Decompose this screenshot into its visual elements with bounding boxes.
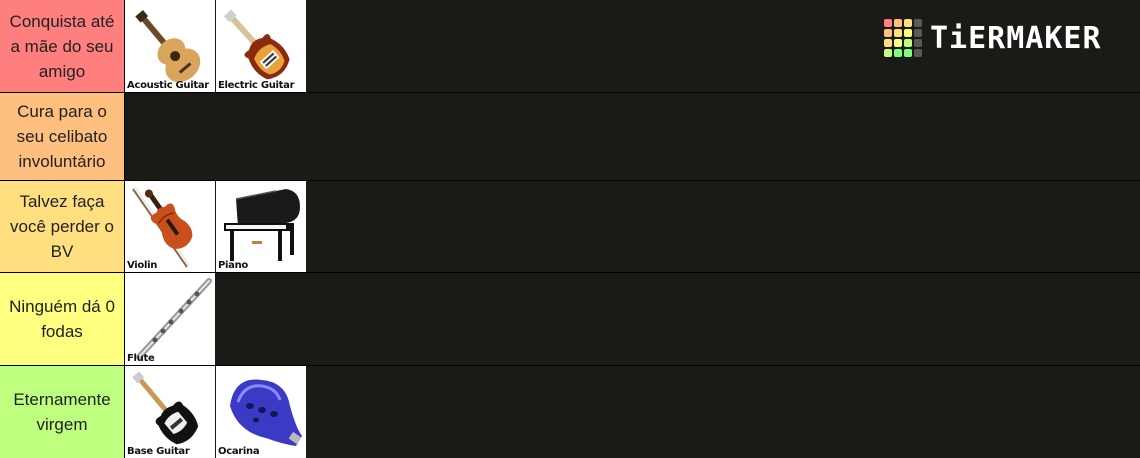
tier-item[interactable]: Flute — [125, 273, 215, 365]
tier-item[interactable]: Violin — [125, 181, 215, 272]
bass-guitar-icon — [132, 371, 199, 445]
item-label: Acoustic Guitar — [127, 80, 209, 91]
tier-label[interactable]: Eternamente virgem — [0, 366, 124, 458]
logo-grid-cell — [914, 19, 922, 27]
flute-icon — [136, 278, 212, 360]
violin-icon — [132, 186, 193, 268]
tier-label[interactable]: Conquista até a mãe do seu amigo — [0, 0, 124, 92]
tier-item[interactable]: Ocarina — [216, 366, 306, 458]
logo-grid-cell — [884, 19, 892, 27]
tier-item[interactable]: Acoustic Guitar — [125, 0, 215, 92]
tier-items[interactable]: Flute — [125, 273, 1140, 365]
tier-row: Eternamente virgem Base Guitar — [0, 366, 1140, 458]
tier-item[interactable]: Electric Guitar — [216, 0, 306, 92]
acoustic-guitar-icon — [135, 10, 201, 83]
item-label: Flute — [127, 353, 155, 364]
logo-grid-cell — [884, 39, 892, 47]
logo-grid-cell — [914, 29, 922, 37]
tier-items[interactable] — [125, 93, 1140, 180]
electric-guitar-icon — [223, 9, 290, 80]
item-label: Violin — [127, 260, 158, 271]
tier-row: Conquista até a mãe do seu amigo Acousti… — [0, 0, 1140, 92]
logo-grid-cell — [904, 49, 912, 57]
logo-grid-cell — [894, 29, 902, 37]
ocarina-icon — [230, 379, 302, 446]
tier-items[interactable]: Acoustic Guitar Electric Guitar — [125, 0, 1140, 92]
tiermaker-logo[interactable]: TiERMAKER — [884, 19, 1102, 57]
logo-grid-icon — [884, 19, 922, 57]
piano-icon — [224, 189, 300, 261]
tier-row: Ninguém dá 0 fodas Flute — [0, 273, 1140, 365]
item-label: Base Guitar — [127, 446, 190, 457]
logo-grid-cell — [884, 29, 892, 37]
tier-item[interactable]: Base Guitar — [125, 366, 215, 458]
tier-items[interactable]: Violin Piano — [125, 181, 1140, 272]
tier-row: Cura para o seu celibato involuntário — [0, 93, 1140, 180]
logo-grid-cell — [894, 19, 902, 27]
logo-grid-cell — [904, 19, 912, 27]
tier-row: Talvez faça você perder o BV Violin — [0, 181, 1140, 272]
item-label: Ocarina — [218, 446, 260, 457]
tier-item[interactable]: Piano — [216, 181, 306, 272]
logo-grid-cell — [904, 29, 912, 37]
logo-grid-cell — [884, 49, 892, 57]
tier-items[interactable]: Base Guitar Ocarina — [125, 366, 1140, 458]
tier-label[interactable]: Talvez faça você perder o BV — [0, 181, 124, 272]
tier-label[interactable]: Ninguém dá 0 fodas — [0, 273, 124, 365]
logo-grid-cell — [914, 39, 922, 47]
item-label: Electric Guitar — [218, 80, 295, 91]
logo-text: TiERMAKER — [930, 20, 1102, 56]
logo-grid-cell — [904, 39, 912, 47]
logo-grid-cell — [894, 49, 902, 57]
logo-grid-cell — [894, 39, 902, 47]
logo-grid-cell — [914, 49, 922, 57]
tier-label[interactable]: Cura para o seu celibato involuntário — [0, 93, 124, 180]
item-label: Piano — [218, 260, 248, 271]
